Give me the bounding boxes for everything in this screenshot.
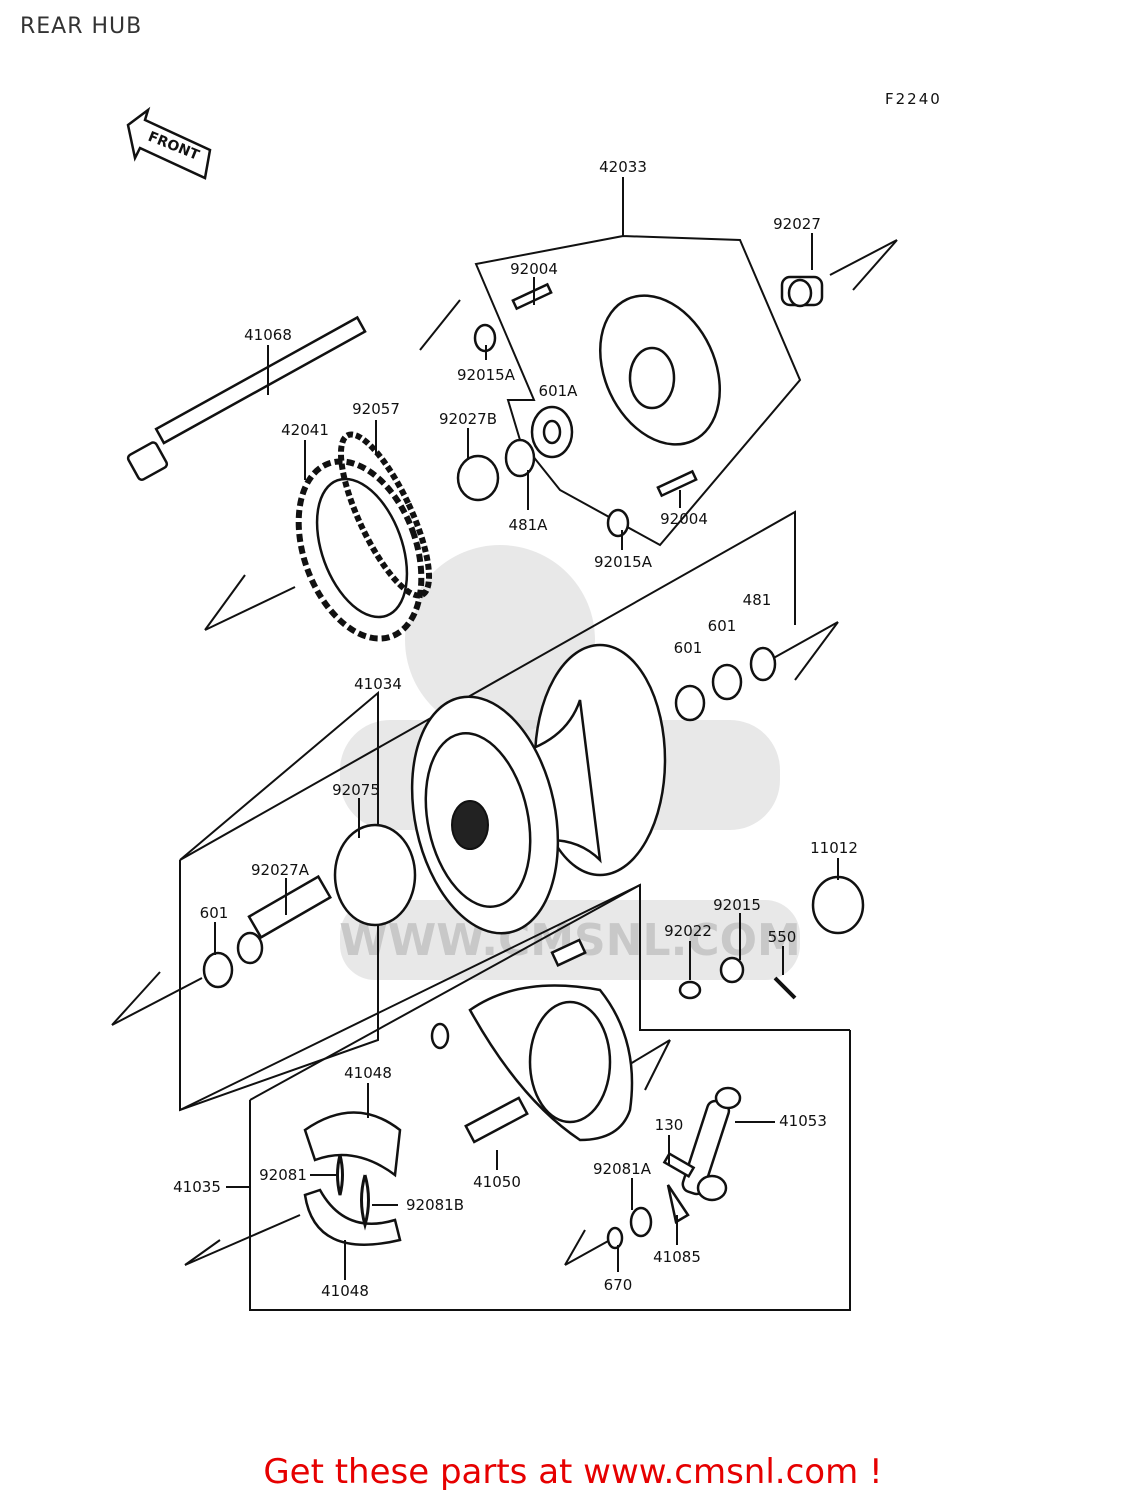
- part-label-41068: 41068: [244, 326, 292, 344]
- part-label-92015A-top: 92015A: [457, 366, 516, 384]
- part-label-92081B: 92081B: [406, 1196, 464, 1214]
- footer-link[interactable]: Get these parts at www.cmsnl.com !: [263, 1452, 883, 1492]
- part-label-42033: 42033: [599, 158, 647, 176]
- part-label-41048-top: 41048: [344, 1064, 392, 1082]
- part-label-92015A-bottom: 92015A: [594, 553, 653, 571]
- part-label-481A: 481A: [509, 516, 549, 534]
- brake-shoes: [303, 1111, 402, 1246]
- part-label-41085: 41085: [653, 1248, 701, 1266]
- part-label-550: 550: [768, 928, 797, 946]
- part-label-601A: 601A: [539, 382, 579, 400]
- part-label-92027B: 92027B: [439, 410, 497, 428]
- part-label-601-a: 601: [708, 617, 737, 635]
- part-label-601-b: 601: [674, 639, 703, 657]
- page-title: REAR HUB: [20, 14, 143, 39]
- front-arrow-icon: FRONT: [126, 106, 212, 180]
- part-label-130: 130: [655, 1116, 684, 1134]
- part-label-601-left: 601: [200, 904, 229, 922]
- brake-panel: [430, 938, 797, 1142]
- part-label-92015: 92015: [713, 896, 761, 914]
- leader-lines: [214, 233, 839, 1280]
- part-label-41053: 41053: [779, 1112, 827, 1130]
- sprocket-hub-coupling: [456, 275, 824, 538]
- part-label-41050: 41050: [473, 1173, 521, 1191]
- part-label-92004-top: 92004: [510, 260, 558, 278]
- part-label-481: 481: [743, 591, 772, 609]
- part-labels: 42033 92027 92004 41068 92015A 601A 9205…: [173, 158, 858, 1300]
- part-label-92075: 92075: [332, 781, 380, 799]
- part-label-41034: 41034: [354, 675, 402, 693]
- part-label-92081: 92081: [259, 1166, 307, 1184]
- part-label-670: 670: [604, 1276, 633, 1294]
- wheel-hub: [202, 643, 865, 989]
- axle: [126, 315, 367, 481]
- part-label-92081A: 92081A: [593, 1160, 652, 1178]
- part-label-92027A: 92027A: [251, 861, 310, 879]
- part-label-41035: 41035: [173, 1178, 221, 1196]
- part-label-42041: 42041: [281, 421, 329, 439]
- figure-code: F2240: [885, 90, 942, 108]
- part-label-92022: 92022: [664, 922, 712, 940]
- part-label-41048-bottom: 41048: [321, 1282, 369, 1300]
- part-label-92057: 92057: [352, 400, 400, 418]
- brake-cam-and-lever: [464, 1086, 742, 1250]
- part-label-92027: 92027: [773, 215, 821, 233]
- part-label-92004-bottom: 92004: [660, 510, 708, 528]
- sprocket: [295, 431, 433, 642]
- part-label-11012: 11012: [810, 839, 858, 857]
